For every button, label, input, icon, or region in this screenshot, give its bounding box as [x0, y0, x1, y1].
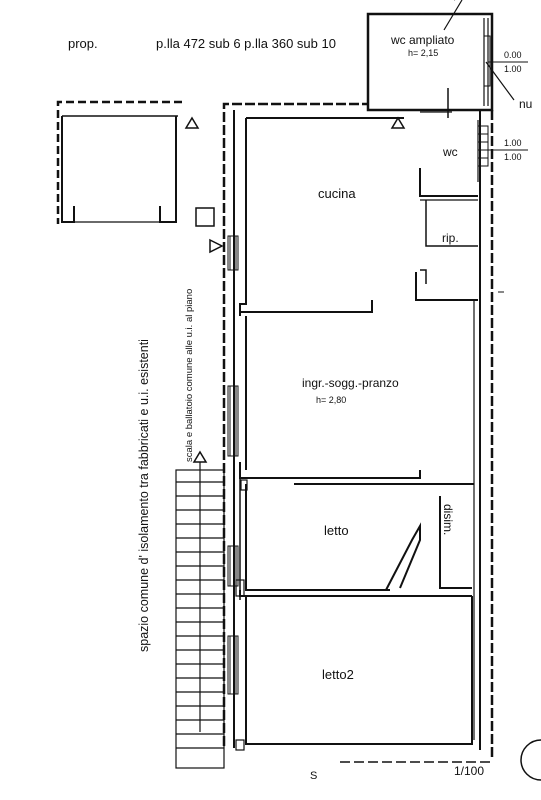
dim-lower-b: 1.00	[504, 152, 522, 162]
wc-ampliato-label: wc ampliato	[390, 33, 455, 47]
dim-upper-a: 0.00	[504, 50, 522, 60]
plan-walls	[56, 0, 541, 781]
shared-space-label: spazio comune d' isolamento tra fabbrica…	[137, 339, 151, 652]
letto2-label: letto2	[322, 667, 354, 682]
letto-label: letto	[324, 523, 349, 538]
wc-ampliato-walls	[366, 12, 494, 112]
dim-upper-b: 1.00	[504, 64, 522, 74]
bottom-cut-label: S	[310, 770, 317, 782]
rip-label: rip.	[442, 231, 459, 245]
outbuilding-wall	[56, 100, 182, 224]
dim-lower-a: 1.00	[504, 138, 522, 148]
parcel-label: p.lla 472 sub 6 p.lla 360 sub 10	[156, 36, 336, 51]
nuovo-cut-label: nu	[519, 97, 532, 111]
prop-label: prop.	[68, 36, 98, 51]
ingresso-height: h= 2,80	[316, 395, 346, 405]
stair-note-label: scala e ballatoio comune alle u.i. al pi…	[184, 289, 195, 462]
cucina-label: cucina	[318, 186, 356, 201]
scale-label: 1/100	[454, 764, 484, 778]
staircase	[175, 469, 225, 769]
wc-label: wc	[442, 145, 458, 159]
wc-ampliato-height: h= 2,15	[408, 48, 438, 58]
disimpegno-label: disim.	[441, 504, 455, 535]
ingresso-label: ingr.-sogg.-pranzo	[302, 376, 399, 390]
